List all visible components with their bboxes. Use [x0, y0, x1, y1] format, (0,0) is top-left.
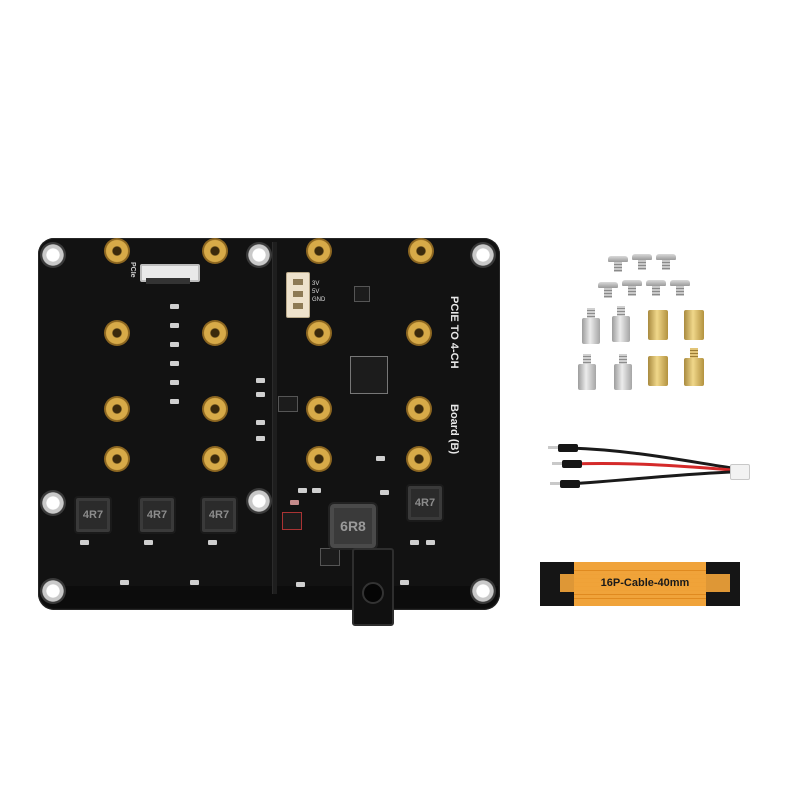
smd-part [256, 420, 265, 425]
pin-label: GND [312, 297, 326, 303]
steel-standoff [614, 354, 632, 390]
mounting-hole [246, 488, 272, 514]
flat-head-screw [598, 282, 618, 298]
flat-head-screw [646, 280, 666, 296]
dupont-pin [552, 462, 562, 465]
mounting-hole [470, 242, 496, 268]
inductor: 4R7 [74, 496, 112, 534]
brass-hex-nut [684, 310, 704, 340]
steel-standoff [612, 306, 630, 342]
mounting-hole [246, 242, 272, 268]
m2-standoff-pad [406, 320, 432, 346]
black-wire [569, 470, 733, 486]
pin-label: 3V [312, 281, 320, 287]
board-edge-shadow [40, 586, 498, 608]
jst-connector [730, 464, 750, 480]
power-header-connector [286, 272, 310, 318]
inductor: 4R7 [200, 496, 238, 534]
m2-standoff-pad [202, 396, 228, 422]
steel-standoff [582, 308, 600, 344]
power-pin-labels: 3V 5V GND [312, 280, 325, 304]
dupont-connector [562, 460, 582, 468]
red-wire [569, 461, 733, 472]
dupont-connector [560, 480, 580, 488]
flat-head-screw [670, 280, 690, 296]
smd-part [380, 490, 389, 495]
flat-head-screw [622, 280, 642, 296]
mounting-hole [40, 578, 66, 604]
dc-jack-socket [362, 582, 384, 604]
main-inductor: 6R8 [328, 502, 378, 550]
dupont-pin [550, 482, 560, 485]
smd-part [400, 580, 409, 585]
board-subtitle-silk: Board (B) [448, 404, 460, 455]
jumper-cable [569, 446, 733, 486]
fpc-latch [146, 278, 190, 284]
pcie-switch-ic [350, 356, 388, 394]
smd-part [120, 580, 129, 585]
m2-standoff-pad [202, 446, 228, 472]
smd-part [426, 540, 435, 545]
pcie-silk-label: PCIe [129, 262, 136, 278]
small-ic [282, 512, 302, 530]
m2-standoff-pad [306, 396, 332, 422]
small-ic [354, 286, 370, 302]
steel-standoff [578, 354, 596, 390]
small-ic [320, 548, 340, 566]
pcie-to-4ch-board [38, 238, 500, 610]
smd-part [256, 378, 265, 383]
smd-part [144, 540, 153, 545]
inductor: 4R7 [406, 484, 444, 522]
m2-standoff-pad [306, 320, 332, 346]
smd-part [376, 456, 385, 461]
m2-standoff-pad [104, 446, 130, 472]
small-ic [278, 396, 298, 412]
dupont-connector [558, 444, 578, 452]
board-seam [272, 242, 277, 594]
brass-hex-nut [648, 310, 668, 340]
inductor: 4R7 [138, 496, 176, 534]
smd-part [312, 488, 321, 493]
smd-part [256, 392, 265, 397]
mounting-hole [40, 242, 66, 268]
smd-column [170, 300, 180, 460]
pin-label: 5V [312, 289, 320, 295]
m2-standoff-pad [306, 446, 332, 472]
m2-standoff-pad [406, 396, 432, 422]
m2-standoff-pad [306, 238, 332, 264]
smd-part [410, 540, 419, 545]
m2-standoff-pad [406, 446, 432, 472]
m2-standoff-pad [202, 238, 228, 264]
flat-head-screw [656, 254, 676, 270]
smd-part [296, 582, 305, 587]
ribbon-cable-label: 16P-Cable-40mm [560, 574, 730, 592]
smd-part [208, 540, 217, 545]
flat-head-screw [608, 256, 628, 272]
mounting-hole [40, 490, 66, 516]
brass-standoff [684, 348, 704, 386]
dupont-pin [548, 446, 558, 449]
m2-standoff-pad [104, 320, 130, 346]
mounting-hole [470, 578, 496, 604]
flat-head-screw [632, 254, 652, 270]
brass-hex-nut [648, 356, 668, 386]
smd-part [298, 488, 307, 493]
black-wire [569, 446, 733, 470]
smd-part [256, 436, 265, 441]
m2-standoff-pad [408, 238, 434, 264]
smd-part [190, 580, 199, 585]
board-title-silk: PCIE TO 4-CH [448, 296, 460, 369]
smd-part [80, 540, 89, 545]
m2-standoff-pad [202, 320, 228, 346]
m2-standoff-pad [104, 238, 130, 264]
m2-standoff-pad [104, 396, 130, 422]
smd-part [290, 500, 299, 505]
